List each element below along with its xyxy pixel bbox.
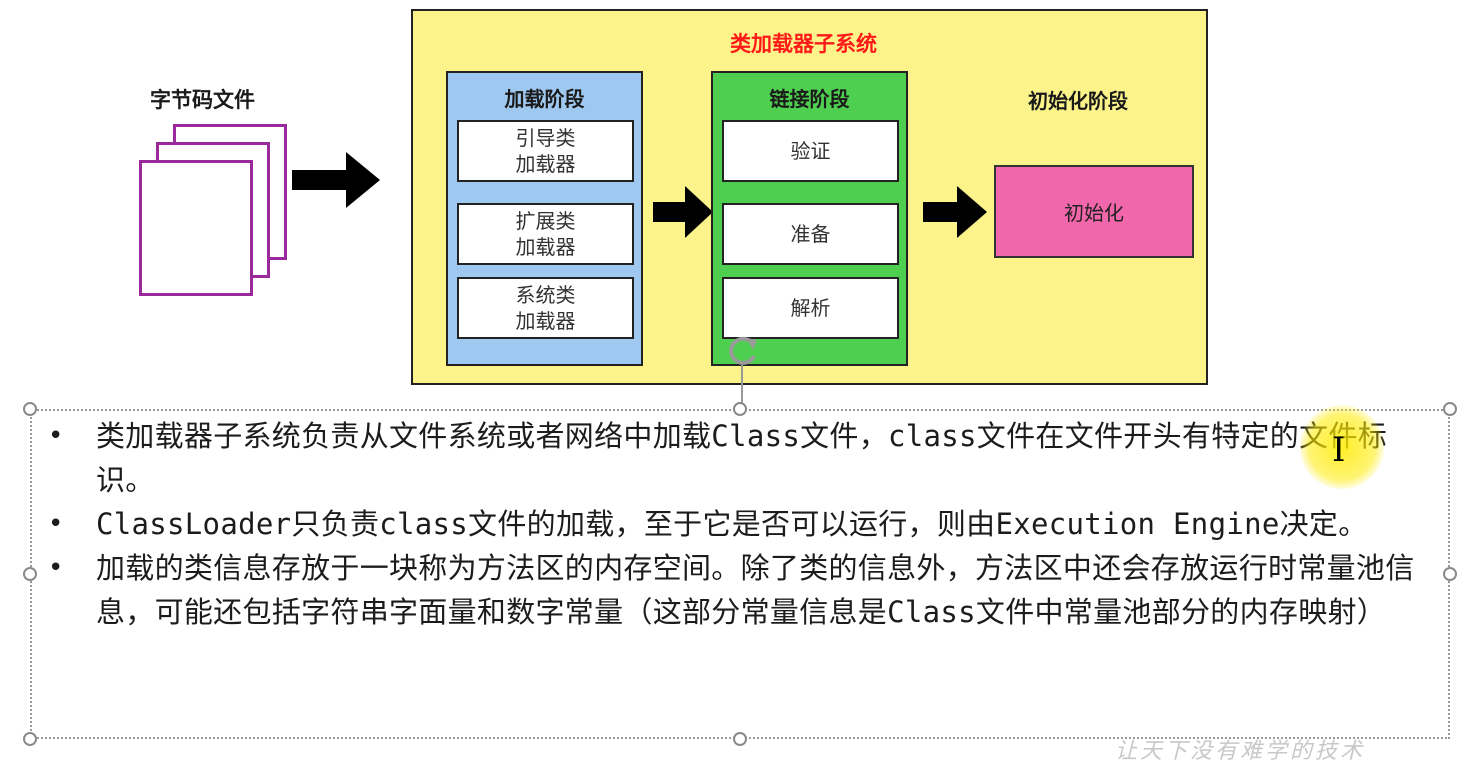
bullet-dot: • xyxy=(48,509,64,539)
resize-handle-middle-right[interactable] xyxy=(1443,567,1457,581)
bullet-text-2: ClassLoader只负责class文件的加载，至于它是否可以运行，则由Exe… xyxy=(96,507,1368,541)
system-loader-line1: 系统类 xyxy=(515,283,576,307)
bootstrap-loader-line2: 加载器 xyxy=(515,152,576,176)
prepare-step: 准备 xyxy=(722,203,899,265)
bytecode-files-icon xyxy=(139,122,289,297)
initialization-stage-title: 初始化阶段 xyxy=(1028,89,1128,113)
resize-handle-middle-left[interactable] xyxy=(23,567,37,581)
bullet-dot: • xyxy=(48,421,64,451)
text-cursor-icon: I xyxy=(1332,430,1346,470)
resize-handle-bottom-middle[interactable] xyxy=(733,732,747,746)
subsystem-title: 类加载器子系统 xyxy=(730,32,877,56)
bytecode-files-label: 字节码文件 xyxy=(150,88,255,112)
bullet-item-3: • 加载的类信息存放于一块称为方法区的内存空间。除了类的信息外，方法区中还会存放运… xyxy=(48,546,1428,634)
bullet-text-3: 加载的类信息存放于一块称为方法区的内存空间。除了类的信息外，方法区中还会存放运行… xyxy=(96,551,1415,629)
file-page-front xyxy=(139,160,253,296)
resize-handle-top-right[interactable] xyxy=(1443,402,1457,416)
verify-step: 验证 xyxy=(722,120,899,182)
system-class-loader: 系统类加载器 xyxy=(457,277,634,339)
resolve-step-label: 解析 xyxy=(790,296,831,320)
rotate-handle-stem xyxy=(741,365,743,409)
prepare-step-label: 准备 xyxy=(790,222,831,246)
loading-stage: 加载阶段 引导类加载器 扩展类加载器 系统类加载器 xyxy=(446,71,643,366)
bullet-item-1: • 类加载器子系统负责从文件系统或者网络中加载Class文件，class文件在文件… xyxy=(48,414,1428,502)
extension-class-loader: 扩展类加载器 xyxy=(457,203,634,265)
rotate-handle-icon[interactable] xyxy=(723,330,763,370)
extension-loader-line2: 加载器 xyxy=(515,235,576,259)
extension-loader-line1: 扩展类 xyxy=(515,209,576,233)
bullet-dot: • xyxy=(48,553,64,583)
verify-step-label: 验证 xyxy=(790,139,831,163)
initialization-box-label: 初始化 xyxy=(1064,201,1124,225)
watermark: 让天下没有难学的技术 xyxy=(1115,739,1366,760)
bootstrap-class-loader: 引导类加载器 xyxy=(457,120,634,182)
resize-handle-top-middle[interactable] xyxy=(733,402,747,416)
bullet-item-2: • ClassLoader只负责class文件的加载，至于它是否可以运行，则由Ex… xyxy=(48,502,1428,546)
arrow-load-to-link-icon xyxy=(653,186,713,238)
bullet-list[interactable]: • 类加载器子系统负责从文件系统或者网络中加载Class文件，class文件在文件… xyxy=(48,414,1428,634)
system-loader-line2: 加载器 xyxy=(515,309,576,333)
resize-handle-top-left[interactable] xyxy=(23,402,37,416)
arrow-files-to-subsystem-icon xyxy=(292,152,380,208)
initialization-box: 初始化 xyxy=(994,165,1194,258)
resolve-step: 解析 xyxy=(722,277,899,339)
arrow-link-to-init-icon xyxy=(923,186,987,238)
loading-stage-title: 加载阶段 xyxy=(504,87,585,111)
resize-handle-bottom-left[interactable] xyxy=(23,732,37,746)
bullet-text-1: 类加载器子系统负责从文件系统或者网络中加载Class文件，class文件在文件开… xyxy=(96,419,1387,497)
linking-stage-title: 链接阶段 xyxy=(769,87,850,111)
linking-stage: 链接阶段 验证 准备 解析 xyxy=(711,71,908,366)
bootstrap-loader-line1: 引导类 xyxy=(515,126,576,150)
